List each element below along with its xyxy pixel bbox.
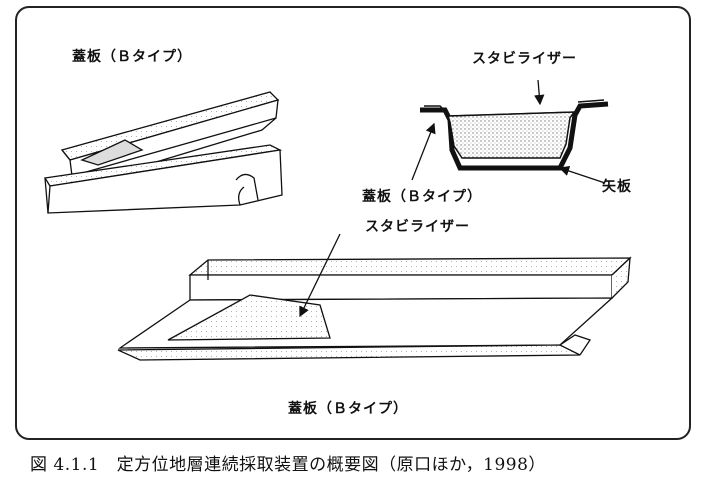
figure-frame — [15, 6, 691, 440]
label-cover-plate-cross-section: 蓋板（Ｂタイプ） — [362, 189, 482, 205]
label-cover-plate-top-left: 蓋板（Ｂタイプ） — [72, 49, 192, 65]
cover-plate-top-left — [43, 91, 283, 214]
cover-plate-bottom — [117, 233, 632, 361]
label-yaita: 矢板 — [602, 179, 632, 195]
label-cover-plate-bottom: 蓋板（Ｂタイプ） — [288, 401, 408, 417]
label-stabilizer-top: スタビライザー — [472, 51, 577, 67]
figure-caption: 図 4.1.1 定方位地層連続採取装置の概要図（原口ほか，1998） — [30, 455, 546, 475]
cross-section-diagram — [411, 79, 609, 184]
label-stabilizer-bottom: スタビライザー — [365, 219, 470, 235]
